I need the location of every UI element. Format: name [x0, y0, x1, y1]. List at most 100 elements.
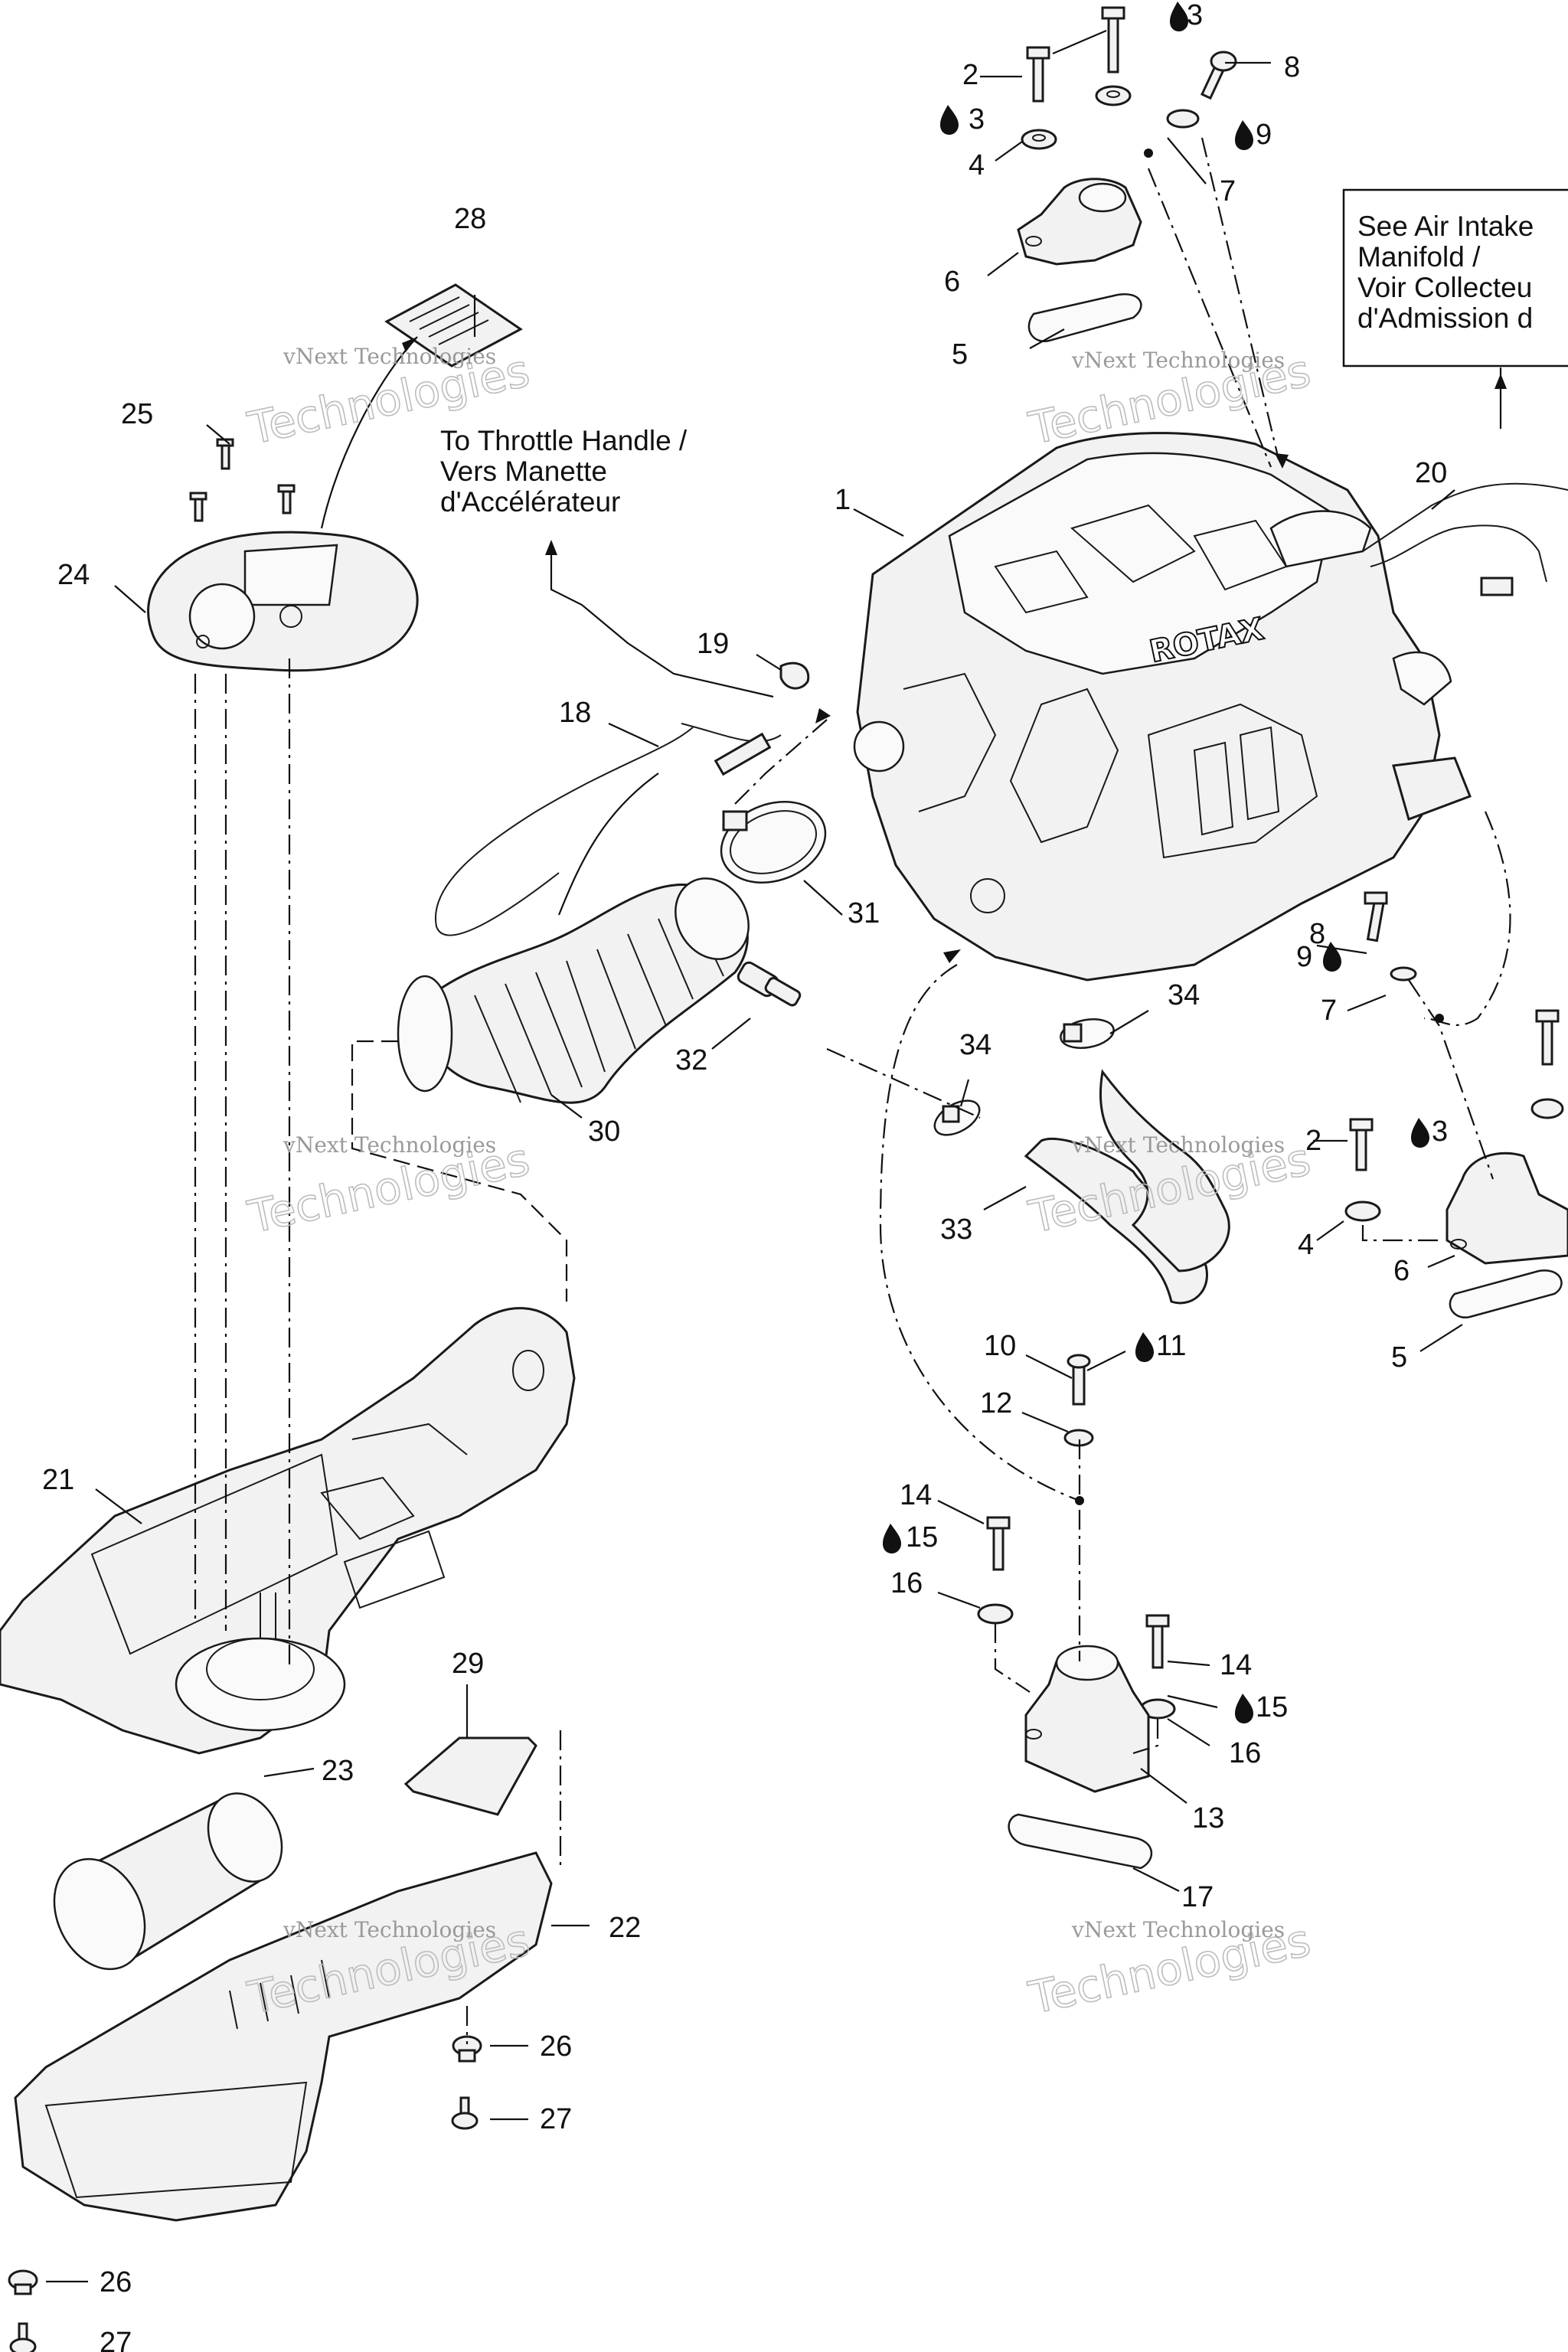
callout-33: 33 — [940, 1214, 972, 1246]
callout-4: 4 — [1298, 1229, 1314, 1261]
cover-24 — [147, 531, 419, 672]
intake-boot-30 — [397, 877, 750, 1104]
hose-33 — [1024, 1069, 1230, 1305]
clamps-34 — [933, 1018, 1115, 1136]
callout-11: 11 — [1156, 1330, 1186, 1362]
svg-text:vNext Technologies: vNext Technologies — [283, 1917, 496, 1942]
callout-23: 23 — [322, 1755, 354, 1787]
upper-mount-assembly — [1017, 6, 1237, 343]
decal-28 — [384, 283, 523, 368]
callout-14: 14 — [900, 1479, 932, 1511]
clamp-31 — [720, 801, 827, 884]
throttle-cable-18 — [434, 723, 782, 936]
callout-10: 10 — [984, 1330, 1016, 1362]
callout-5: 5 — [1391, 1341, 1407, 1374]
svg-text:vNext Technologies: vNext Technologies — [283, 1132, 496, 1158]
callout-15: 15 — [906, 1521, 938, 1553]
plate-29 — [403, 1736, 537, 1816]
callout-numbers: 1 2 3 3 4 5 6 7 8 9 20 28 25 24 19 18 31… — [42, 0, 1448, 2352]
callout-16: 16 — [1229, 1737, 1261, 1769]
fasteners-26-27 — [8, 2035, 482, 2352]
callout-34: 34 — [1168, 979, 1200, 1011]
drop-icon — [883, 1524, 901, 1553]
svg-text:Voir Collecteu: Voir Collecteu — [1357, 272, 1532, 303]
callout-25: 25 — [121, 398, 153, 430]
drop-icon — [1170, 2, 1188, 31]
callout-15: 15 — [1256, 1691, 1288, 1723]
clip-19 — [779, 662, 810, 690]
assembly-lines — [194, 137, 1511, 2044]
callout-12: 12 — [980, 1387, 1012, 1419]
engine-1: ROTAX — [853, 432, 1472, 982]
svg-text:vNext Technologies: vNext Technologies — [1071, 348, 1285, 373]
callout-27: 27 — [540, 2103, 572, 2135]
callout-18: 18 — [559, 697, 591, 729]
svg-text:To Throttle Handle /: To Throttle Handle / — [440, 425, 688, 456]
callout-14: 14 — [1220, 1649, 1252, 1681]
harness-20 — [1362, 482, 1568, 596]
watermark-6: Technologies vNext Technologies — [1024, 1913, 1315, 2025]
callout-6: 6 — [1393, 1255, 1410, 1287]
note-air-intake: See Air Intake Manifold / Voir Collecteu… — [1342, 188, 1568, 368]
svg-text:Vers Manette: Vers Manette — [440, 456, 607, 487]
note-throttle: To Throttle Handle / Vers Manette d'Accé… — [440, 425, 688, 518]
callout-8: 8 — [1309, 918, 1325, 950]
airbox-21 — [0, 1307, 576, 1755]
airbox-22 — [14, 1851, 553, 2222]
callout-9: 9 — [1296, 941, 1312, 973]
svg-text:d'Admission d: d'Admission d — [1357, 302, 1533, 334]
callout-8: 8 — [1284, 51, 1300, 83]
drop-icon — [1411, 1118, 1429, 1148]
callout-2: 2 — [962, 59, 978, 91]
svg-text:Manifold /: Manifold / — [1357, 241, 1481, 273]
svg-text:vNext Technologies: vNext Technologies — [1071, 1132, 1285, 1158]
tube-23 — [53, 1792, 283, 1971]
screws-25 — [189, 438, 296, 522]
callout-30: 30 — [588, 1116, 620, 1148]
right-mount-assembly — [1344, 891, 1568, 1319]
callout-21: 21 — [42, 1464, 74, 1496]
watermark-5: Technologies vNext Technologies — [243, 1913, 534, 2025]
callout-7: 7 — [1220, 175, 1236, 207]
callout-34: 34 — [959, 1029, 991, 1061]
drop-icon — [1235, 120, 1253, 150]
drop-icon — [1235, 1694, 1253, 1723]
callout-3: 3 — [1187, 0, 1203, 31]
callout-26: 26 — [540, 2030, 572, 2063]
leader-lines — [46, 29, 1502, 2283]
watermark-3: Technologies vNext Technologies — [243, 1132, 534, 1244]
callout-13: 13 — [1192, 1802, 1224, 1834]
callout-4: 4 — [969, 149, 985, 181]
svg-text:vNext Technologies: vNext Technologies — [283, 344, 496, 369]
callout-1: 1 — [835, 484, 851, 516]
callout-9: 9 — [1256, 119, 1272, 151]
callout-3: 3 — [1432, 1116, 1448, 1148]
drop-icon — [940, 105, 959, 135]
svg-text:d'Accélérateur: d'Accélérateur — [440, 486, 620, 518]
callout-2: 2 — [1305, 1125, 1321, 1157]
callout-19: 19 — [697, 628, 729, 660]
callout-20: 20 — [1415, 457, 1447, 489]
drop-icon — [1135, 1332, 1154, 1362]
drop-icons — [883, 2, 1429, 1723]
callout-28: 28 — [454, 203, 486, 235]
svg-text:See Air Intake: See Air Intake — [1357, 211, 1534, 242]
svg-text:vNext Technologies: vNext Technologies — [1071, 1917, 1285, 1942]
callout-7: 7 — [1321, 995, 1337, 1027]
callout-27: 27 — [100, 2327, 132, 2352]
callout-22: 22 — [609, 1912, 641, 1944]
callout-29: 29 — [452, 1648, 484, 1680]
callout-24: 24 — [57, 559, 90, 591]
callout-31: 31 — [848, 897, 880, 929]
callout-32: 32 — [675, 1044, 707, 1076]
drop-icon — [1323, 942, 1341, 972]
fitting-32 — [737, 961, 802, 1007]
callout-16: 16 — [890, 1567, 923, 1599]
callout-5: 5 — [952, 338, 968, 371]
callout-17: 17 — [1181, 1881, 1214, 1913]
lower-mount-assembly — [977, 1354, 1176, 1870]
callout-6: 6 — [944, 266, 960, 298]
callout-3: 3 — [969, 103, 985, 136]
callout-26: 26 — [100, 2266, 132, 2298]
